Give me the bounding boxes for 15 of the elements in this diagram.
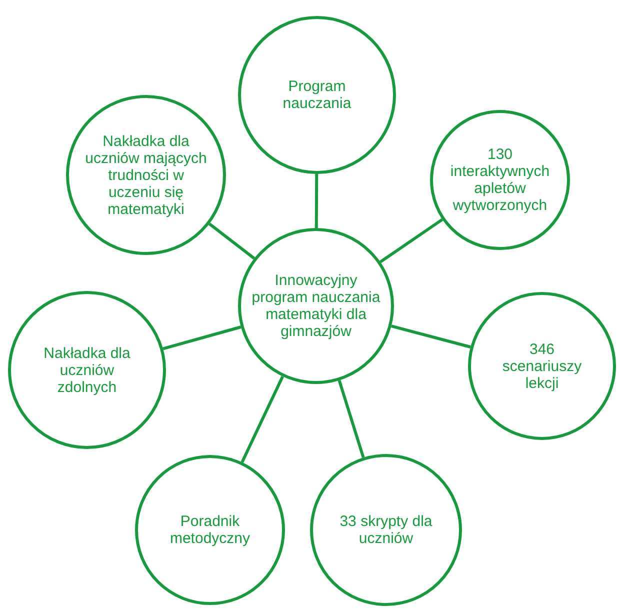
connector-line bbox=[208, 222, 256, 260]
connector-line bbox=[380, 218, 444, 264]
node-label: Nakładka dla uczniów mających trudności w uczeniu się matematyki bbox=[85, 132, 207, 218]
node-label: Innowacyjny program nauczania matematyki dla gimnazjów bbox=[251, 272, 381, 340]
connector-line bbox=[162, 326, 242, 350]
node-label: 33 skrypty dla uczniów bbox=[338, 513, 434, 547]
connector-line bbox=[338, 380, 365, 458]
node-label: Poradnik metodyczny bbox=[168, 513, 252, 547]
connector-line bbox=[314, 174, 318, 228]
node-label: Nakładka dla uczniów zdolnych bbox=[42, 344, 132, 396]
node-label: 346 scenariuszy lekcji bbox=[501, 340, 583, 392]
connector-line bbox=[240, 376, 284, 463]
node-label: 130 interaktywnych apletów wytworzonych bbox=[449, 146, 551, 214]
node-label: Program nauczania bbox=[282, 78, 352, 112]
connector-line bbox=[391, 324, 471, 348]
